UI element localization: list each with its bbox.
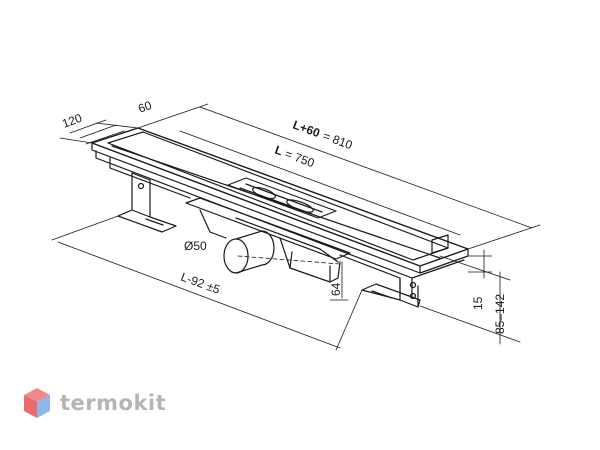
left-mounting-bracket: [117, 172, 177, 233]
dim-pipe-diameter: Ø50: [184, 239, 207, 253]
dim-outlet-height: 64: [329, 282, 343, 296]
dim-total-length-value: = 810: [321, 129, 355, 153]
dim-width-120: 120: [60, 111, 84, 131]
dim-total-height: 85–142: [493, 294, 507, 334]
dimension-lines: [51, 103, 541, 351]
dim-mount-length: L-92 ±5: [179, 270, 222, 297]
dim-length-value: = 750: [283, 147, 317, 171]
cube-icon: [24, 388, 50, 418]
dim-width-60: 60: [136, 98, 154, 116]
termokit-logo: termokit: [22, 386, 166, 420]
dim-total-length-label: L+60: [291, 118, 322, 141]
dim-frame-height: 15: [471, 296, 485, 310]
dim-length-label: L: [273, 143, 285, 159]
outlet-pipe: [223, 230, 341, 274]
siphon-trap: [185, 177, 351, 283]
logo-wordmark: termokit: [60, 391, 167, 415]
right-mounting-bracket: [361, 278, 421, 308]
